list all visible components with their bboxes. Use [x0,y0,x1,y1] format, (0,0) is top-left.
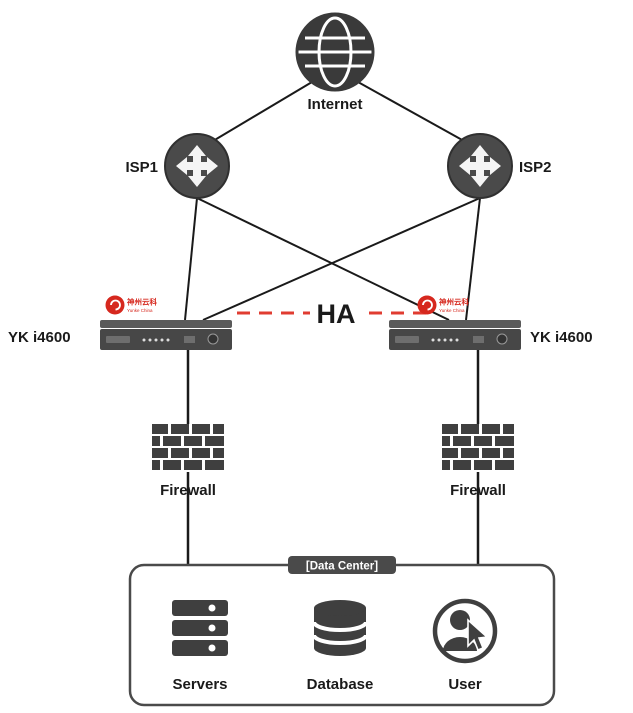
datacenter-badge [288,556,396,574]
isp2-label: ISP2 [519,159,552,176]
yunke-logo-left: 神州云科 Yunke China [105,295,157,315]
user-icon [432,598,498,664]
servers-label: Servers [172,676,227,693]
connection-lines [184,81,481,565]
yunke-logo-right: 神州云科 Yunke China [417,295,469,315]
datacenter-label: [Data Center] [306,561,378,573]
user-label: User [448,676,482,693]
internet-globe-icon [295,12,375,92]
firewall-right-icon [442,424,514,470]
isp1-label: ISP1 [125,159,158,176]
firewall-left-label: Firewall [160,482,216,499]
yk-appliance-left-icon [100,320,232,350]
servers-icon [172,600,228,656]
ha-label-backdrop [310,294,362,328]
yunke-logo-cn-text: 神州云科 [439,297,469,307]
yunke-logo-en-text: Yunke China [127,308,153,313]
isp2-router-icon [447,133,513,199]
link-isp2-device-left [202,197,481,321]
database-icon [312,600,368,656]
internet-label: Internet [307,96,362,113]
link-isp1-device-left [184,197,198,321]
link-internet-isp2 [357,81,465,142]
database-label: Database [307,676,374,693]
yunke-logo-mark-icon [105,295,125,315]
link-isp2-device-right [465,197,481,321]
cursor-arrow-icon [467,618,489,652]
link-internet-isp1 [212,81,313,142]
isp1-router-icon [164,133,230,199]
device-left-label: YK i4600 [8,329,71,346]
device-right-label: YK i4600 [530,329,593,346]
yunke-logo-cn-text: 神州云科 [127,297,157,307]
firewall-left-icon [152,424,224,470]
yk-appliance-right-icon [389,320,521,350]
ha-label: HA [317,299,356,329]
yunke-logo-mark-icon [417,295,437,315]
firewall-right-label: Firewall [450,482,506,499]
yunke-logo-en-text: Yunke China [439,308,465,313]
link-isp1-device-right [196,197,450,321]
